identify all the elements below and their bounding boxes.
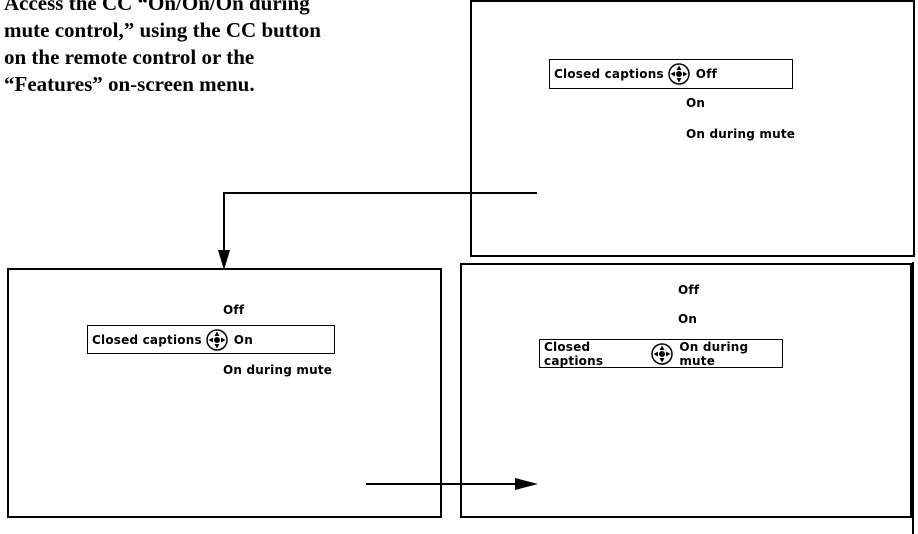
joystick-icon [206,328,228,351]
tv-screen-on: Off Closed captions On On during mute [7,268,442,518]
option-off: Off [678,283,700,297]
intro-line-1: Access the CC “On/On/On during [4,0,310,15]
intro-line-3: on the remote control or the [4,45,255,69]
right-margin-rule [912,262,914,534]
closed-captions-label: Closed captions [554,67,664,81]
arrow-screen2-to-screen3 [366,478,538,490]
option-off: Off [223,303,245,317]
joystick-icon [668,63,690,85]
option-on: On [686,96,706,110]
option-selected: Off [695,67,718,81]
closed-captions-selector[interactable]: Closed captions On during mute [539,339,783,368]
option-on-during-mute: On during mute [686,127,796,141]
intro-line-4: “Features” on-screen menu. [4,72,255,96]
closed-captions-selector[interactable]: Closed captions On [87,325,335,354]
intro-line-2: mute control,” using the CC button [4,18,321,42]
intro-paragraph: Access the CC “On/On/On during mute cont… [4,0,404,98]
closed-captions-selector[interactable]: Closed captions Off [549,59,793,89]
option-on-during-mute: On during mute [223,363,333,377]
tv-screen-off: Closed captions Off On On during mute [470,0,915,257]
closed-captions-label: Closed captions [92,332,202,347]
option-selected: On [233,332,253,347]
arrow-screen1-to-screen2 [218,192,537,270]
joystick-icon [651,342,674,365]
option-selected: On during mute [679,339,749,368]
option-on: On [678,312,698,326]
tv-screen-on-during-mute: Off On Closed captions On during mute [460,263,912,518]
closed-captions-label: Closed captions [544,339,604,368]
